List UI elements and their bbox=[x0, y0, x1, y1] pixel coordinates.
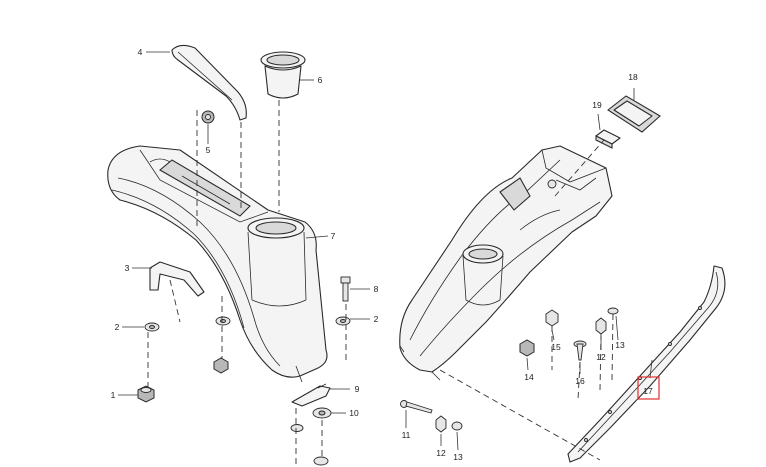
part-9-bracket-plate[interactable] bbox=[291, 383, 331, 407]
part-12-clip-right[interactable] bbox=[595, 317, 607, 335]
part-13-washer-right[interactable] bbox=[607, 307, 619, 315]
callout-11: 11 bbox=[402, 430, 411, 440]
callout-3: 3 bbox=[125, 263, 130, 273]
part-1-nut[interactable] bbox=[137, 385, 155, 403]
part-18-pad[interactable] bbox=[607, 95, 661, 133]
part-15-clip[interactable] bbox=[545, 309, 559, 327]
part-14-nut[interactable] bbox=[519, 339, 535, 357]
callout-6: 6 bbox=[318, 75, 323, 85]
callout-2-right: 2 bbox=[374, 314, 379, 324]
part-17-side-trim[interactable] bbox=[567, 265, 726, 463]
part-3-bracket[interactable] bbox=[149, 261, 205, 297]
callout-5: 5 bbox=[206, 145, 211, 155]
callout-9: 9 bbox=[355, 384, 360, 394]
part-6-cup-holder[interactable] bbox=[260, 51, 306, 99]
part-19-block[interactable] bbox=[595, 129, 621, 149]
callout-13-right: 13 bbox=[615, 340, 625, 350]
nut-bottom-left[interactable] bbox=[313, 456, 329, 466]
part-13-washer-left[interactable] bbox=[451, 421, 463, 431]
part-8-bolt[interactable] bbox=[340, 276, 351, 302]
callout-10: 10 bbox=[349, 408, 359, 418]
callout-12-right: 12 bbox=[596, 352, 606, 362]
callout-8: 8 bbox=[374, 284, 379, 294]
callout-14: 14 bbox=[524, 372, 534, 382]
callout-19: 19 bbox=[592, 100, 602, 110]
part-11-bolt[interactable] bbox=[400, 400, 433, 414]
part-12-clip-left[interactable] bbox=[435, 415, 447, 433]
callout-4: 4 bbox=[138, 47, 143, 57]
callout-18: 18 bbox=[628, 72, 638, 82]
callout-17: 17 bbox=[643, 386, 653, 396]
highlight-box-17 bbox=[637, 376, 660, 400]
part-5-nut[interactable] bbox=[201, 110, 215, 124]
part-2-washer-left[interactable] bbox=[144, 322, 160, 332]
washer-under-fender[interactable] bbox=[215, 316, 231, 326]
callout-15: 15 bbox=[551, 342, 561, 352]
part-4-grab-handle[interactable] bbox=[171, 44, 247, 121]
callout-13-left: 13 bbox=[453, 452, 463, 462]
rear-fender-body[interactable] bbox=[399, 145, 613, 381]
washer-lower-left[interactable] bbox=[290, 424, 304, 432]
part-10-flange-nut[interactable] bbox=[312, 407, 332, 419]
part-7-front-fender[interactable] bbox=[107, 145, 328, 383]
callout-1: 1 bbox=[111, 390, 116, 400]
callout-12-left: 12 bbox=[436, 448, 446, 458]
callout-7: 7 bbox=[331, 231, 336, 241]
callout-16: 16 bbox=[575, 376, 585, 386]
part-16-bolt[interactable] bbox=[573, 340, 587, 361]
callout-2-left: 2 bbox=[115, 322, 120, 332]
part-2-washer-right[interactable] bbox=[335, 316, 351, 326]
nut-under-fender[interactable] bbox=[213, 357, 229, 374]
